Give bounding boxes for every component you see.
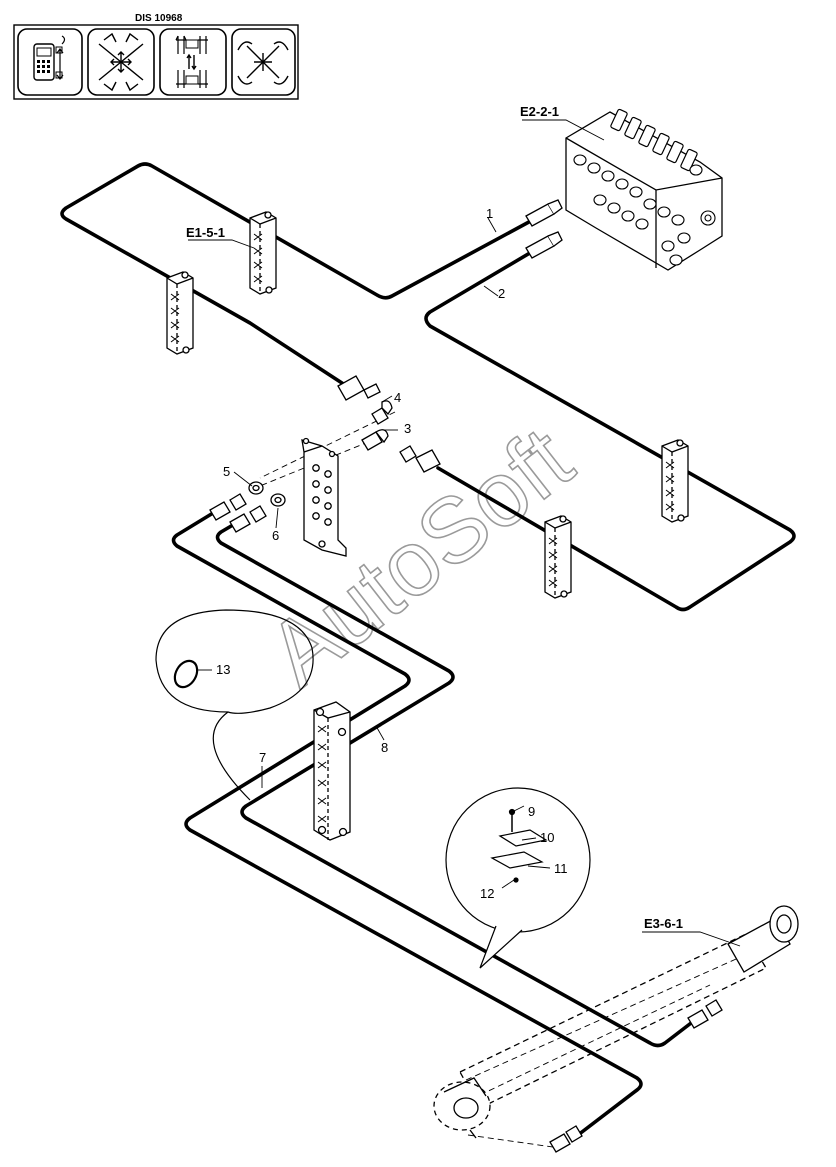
- remote-control-icon: [17, 28, 83, 96]
- callout-7: 7: [259, 750, 266, 765]
- hose-2: [424, 245, 796, 612]
- fittings: [209, 199, 723, 1153]
- callout-13: 13: [216, 662, 230, 677]
- header-block: DIS 10968: [13, 13, 299, 100]
- header-code: DIS 10968: [135, 13, 183, 24]
- ref-valve-block: E2-2-1: [520, 104, 559, 119]
- excavator-multi-arm-icon: [87, 28, 155, 96]
- leader-lines: [188, 119, 741, 947]
- watermark: AutoSoft: [250, 408, 591, 706]
- callout-2: 2: [498, 286, 505, 301]
- callout-8: 8: [381, 740, 388, 755]
- clamp-double-center: [313, 701, 351, 841]
- callout-1: 1: [486, 206, 493, 221]
- callout-6: 6: [272, 528, 279, 543]
- clamp-e1-5-1-upper: [249, 211, 277, 295]
- hose-7: [171, 508, 643, 1137]
- hose-1: [60, 162, 542, 387]
- clamp-right-lower: [544, 515, 572, 599]
- dual-hydraulic-flow-icon: [159, 28, 227, 96]
- callout-labels: E2-2-1 E1-5-1 E3-6-1 1 2 3 4 5 6 7 8 9 1…: [186, 104, 683, 931]
- ref-hose-clamp: E1-5-1: [186, 225, 225, 240]
- clamp-right-upper: [661, 439, 689, 523]
- mounting-bracket: [301, 437, 347, 557]
- dash-lines: [249, 411, 746, 1149]
- callout-5: 5: [223, 464, 230, 479]
- callout-3: 3: [404, 421, 411, 436]
- detail-bubble-oring: [155, 609, 314, 801]
- callout-10: 10: [540, 830, 554, 845]
- callout-4: 4: [394, 390, 401, 405]
- hydraulic-cylinder: [433, 905, 799, 1139]
- ref-cylinder: E3-6-1: [644, 916, 683, 931]
- callout-11: 11: [554, 861, 568, 876]
- control-valve-block: [565, 108, 723, 271]
- callout-12: 12: [480, 886, 494, 901]
- excavator-boom-swing-icon: [231, 28, 296, 96]
- callout-9: 9: [528, 804, 535, 819]
- clamp-left: [166, 271, 194, 355]
